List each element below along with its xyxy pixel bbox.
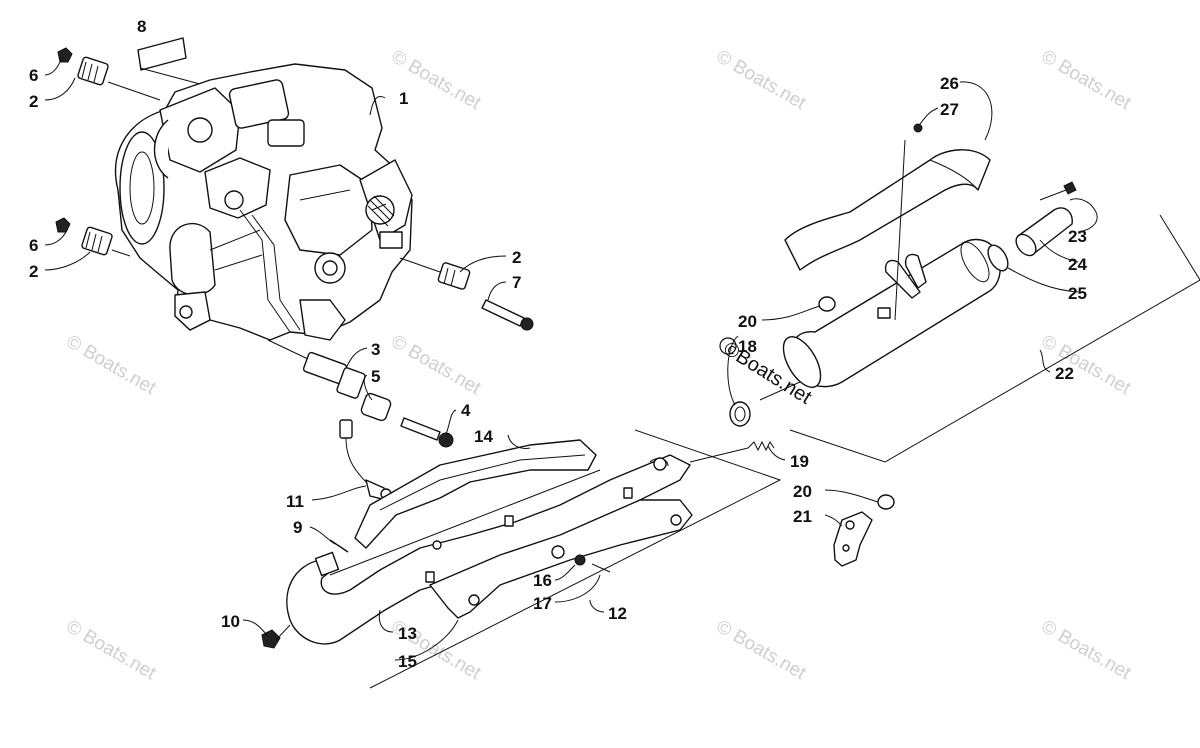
engine-assembly — [114, 63, 413, 341]
heat-shield-upper — [354, 439, 597, 549]
callout-26: 26 — [940, 74, 959, 93]
heat-shield-lower — [429, 499, 693, 619]
callout-5: 5 — [371, 367, 380, 386]
callout-23: 23 — [1068, 227, 1087, 246]
watermark: © Boats.net — [1038, 46, 1135, 114]
callout-18: 18 — [738, 337, 757, 356]
callout-8: 8 — [137, 17, 146, 36]
mount-bushing-right — [399, 257, 534, 331]
callout-21: 21 — [793, 507, 812, 526]
callout-11: 11 — [286, 492, 304, 511]
decal-part — [137, 37, 201, 85]
spark-arrestor — [987, 181, 1077, 272]
watermark: © Boats.net — [63, 331, 160, 399]
callout-16: 16 — [533, 571, 552, 590]
callout-9: 9 — [293, 518, 302, 537]
mount-bushing-lower — [55, 217, 131, 257]
cooling-fan — [365, 195, 395, 227]
callout-4: 4 — [461, 401, 471, 420]
callout-2-lower: 2 — [29, 262, 38, 281]
callout-13: 13 — [398, 624, 417, 643]
callout-2-upper: 2 — [29, 92, 38, 111]
exhaust-spring — [689, 440, 775, 463]
callout-17: 17 — [533, 594, 552, 613]
callout-10: 10 — [221, 612, 240, 631]
oxygen-sensor — [339, 419, 392, 501]
watermark: © Boats.net — [388, 331, 485, 399]
callout-22: 22 — [1055, 364, 1074, 383]
muffler-heat-guard — [784, 123, 991, 321]
callout-6-upper: 6 — [29, 66, 38, 85]
callout-numbers: 1 2 2 2 3 4 5 6 6 7 8 9 10 11 12 13 14 1… — [29, 17, 1087, 671]
watermark: © Boats.net — [1038, 616, 1135, 684]
callout-12: 12 — [608, 604, 627, 623]
callout-1: 1 — [399, 89, 408, 108]
callout-7: 7 — [512, 273, 521, 292]
callout-24: 24 — [1068, 255, 1087, 274]
callout-27: 27 — [940, 100, 959, 119]
callout-3: 3 — [371, 340, 380, 359]
callout-20-upper: 20 — [738, 312, 757, 331]
hardware-small — [261, 457, 669, 649]
exhaust-gasket — [729, 401, 751, 427]
watermark: © Boats.net — [713, 46, 810, 114]
callout-25: 25 — [1068, 284, 1087, 303]
mount-bushing-bottom — [267, 339, 454, 448]
callout-20-lower: 20 — [793, 482, 812, 501]
callout-19: 19 — [790, 452, 809, 471]
callout-15: 15 — [398, 652, 417, 671]
callout-14: 14 — [474, 427, 493, 446]
head-pipe — [286, 454, 691, 645]
leader-lines — [44, 57, 1098, 661]
watermark: © Boats.net — [63, 616, 160, 684]
group-brackets — [369, 214, 1200, 689]
callout-6-lower: 6 — [29, 236, 38, 255]
watermark: © Boats.net — [713, 616, 810, 684]
callout-2-right: 2 — [512, 248, 521, 267]
